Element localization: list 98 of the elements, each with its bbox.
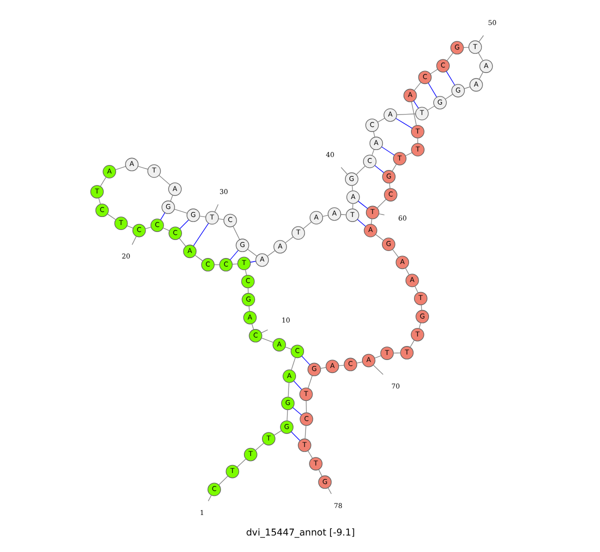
connector <box>214 204 218 212</box>
connector <box>478 35 484 42</box>
connector <box>290 357 296 370</box>
connector <box>232 264 238 265</box>
connector <box>374 355 381 358</box>
connector <box>338 364 344 366</box>
connector <box>376 198 386 208</box>
connector <box>173 208 187 214</box>
connector <box>178 220 188 230</box>
connector <box>229 250 238 260</box>
connector <box>246 248 257 256</box>
connector <box>251 323 254 330</box>
connector <box>478 52 483 61</box>
connector <box>392 249 398 258</box>
connector <box>327 487 332 494</box>
connector <box>250 260 256 263</box>
connector <box>463 86 470 90</box>
connector <box>98 198 100 204</box>
connector <box>404 268 409 276</box>
connector <box>395 118 412 129</box>
connector <box>286 410 288 421</box>
connector <box>284 236 293 244</box>
connector <box>302 222 312 230</box>
connector <box>355 166 365 175</box>
connector <box>248 306 250 312</box>
connector <box>178 238 186 247</box>
connector <box>307 450 312 459</box>
connector <box>404 152 412 156</box>
connector <box>357 200 368 209</box>
connector <box>413 82 421 91</box>
connector <box>414 286 418 293</box>
connector <box>318 469 322 477</box>
connector <box>158 174 170 186</box>
connector <box>131 236 136 246</box>
connector <box>320 367 326 369</box>
connector <box>260 338 274 343</box>
connector <box>192 222 208 246</box>
connector <box>410 101 416 126</box>
connector <box>273 430 282 436</box>
connector <box>126 225 134 229</box>
connector <box>236 458 246 468</box>
connector <box>370 218 372 224</box>
connector <box>218 218 224 220</box>
connector <box>446 52 453 61</box>
connector <box>307 375 312 388</box>
connector <box>340 167 348 174</box>
connector <box>287 382 289 398</box>
connector <box>444 94 453 100</box>
connector <box>114 166 126 170</box>
connector <box>427 82 436 98</box>
connector <box>430 69 438 74</box>
connector <box>388 182 390 189</box>
connector <box>420 304 422 311</box>
connector <box>372 364 383 375</box>
connector <box>340 214 346 216</box>
diagram-title: dvi_15447_annot [-9.1] <box>246 527 354 538</box>
connector <box>418 322 420 329</box>
connector <box>292 380 302 390</box>
connector <box>371 149 374 156</box>
connector <box>194 254 203 262</box>
connector <box>380 146 394 156</box>
connector <box>426 106 434 111</box>
connector <box>244 269 246 276</box>
connector <box>412 100 418 109</box>
connector <box>396 114 416 116</box>
connector <box>100 176 106 187</box>
connector <box>290 431 300 441</box>
connector <box>478 72 483 80</box>
connector <box>300 356 310 366</box>
connector <box>266 250 275 257</box>
connector <box>356 362 362 364</box>
connector <box>260 330 268 334</box>
connector <box>207 494 212 502</box>
connector <box>356 219 366 227</box>
connector <box>378 213 384 216</box>
connector <box>162 228 170 232</box>
connector <box>292 407 302 416</box>
connector <box>351 185 352 191</box>
connector <box>374 165 384 173</box>
connector <box>144 226 151 230</box>
connector <box>254 442 264 451</box>
connector <box>106 214 116 220</box>
connector <box>392 352 400 354</box>
connector <box>137 166 148 170</box>
connector <box>198 216 206 218</box>
connector <box>304 425 306 440</box>
connector <box>372 131 375 138</box>
connector <box>376 118 384 122</box>
connector <box>305 400 306 414</box>
connector <box>322 215 328 217</box>
connector <box>218 476 228 486</box>
connector <box>232 226 240 240</box>
connector <box>462 47 468 48</box>
connector <box>374 234 384 241</box>
connector <box>391 164 396 172</box>
connector <box>409 340 414 348</box>
connector <box>446 70 455 86</box>
connector <box>160 212 165 220</box>
